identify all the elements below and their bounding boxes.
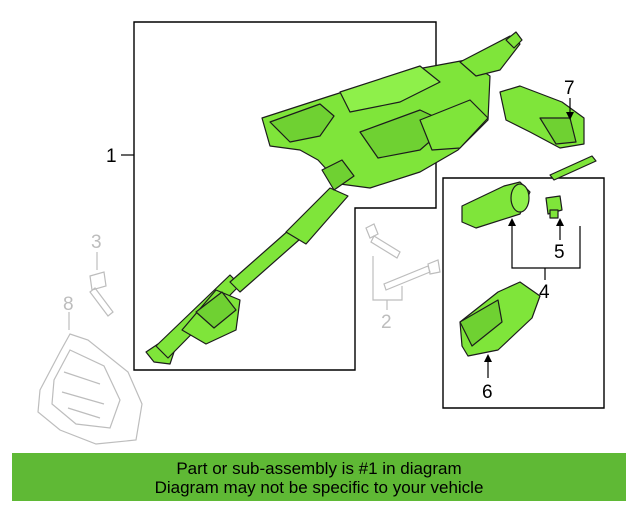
screw-part-5[interactable] (545, 195, 563, 219)
banner-line-2: Diagram may not be specific to your vehi… (154, 478, 484, 497)
callout-4: 4 (539, 282, 550, 303)
info-banner: Part or sub-assembly is #1 in diagram Di… (12, 453, 626, 501)
callout-5: 5 (554, 242, 565, 263)
callout-2: 2 (381, 312, 392, 333)
rod-part[interactable] (549, 155, 597, 181)
cover-part-6[interactable] (459, 281, 541, 357)
bracket-part-7[interactable] (499, 85, 585, 149)
steering-gear-part-8[interactable] (37, 312, 143, 445)
arrowhead-5 (556, 218, 564, 226)
arrowhead-6 (484, 354, 492, 362)
arrowhead-4a (508, 218, 516, 226)
callout-3: 3 (91, 232, 102, 253)
parts-diagram: 1 2 3 4 5 6 7 8 (37, 21, 605, 445)
group-box-main (133, 21, 437, 371)
callout-7: 7 (564, 78, 575, 99)
arrowhead-7 (566, 112, 574, 120)
callout-6: 6 (482, 382, 493, 403)
group-box-right (442, 177, 605, 409)
motor-part-4[interactable] (461, 181, 531, 229)
bolts-part-2[interactable] (365, 223, 441, 310)
callout-8: 8 (63, 294, 74, 315)
steering-column[interactable] (145, 31, 523, 365)
bolt-part-3[interactable] (89, 252, 114, 317)
leader-bracket-4 (511, 222, 581, 269)
callout-1: 1 (106, 146, 117, 167)
banner-line-1: Part or sub-assembly is #1 in diagram (176, 459, 462, 478)
